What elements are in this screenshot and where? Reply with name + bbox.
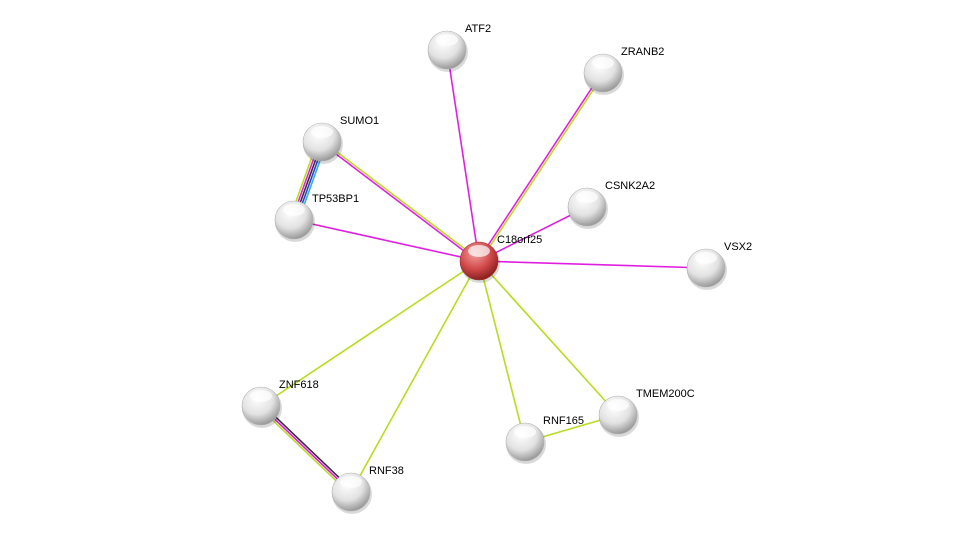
node-c18orf25[interactable]: C18orf25 <box>459 234 542 283</box>
node-csnk2a2[interactable]: CSNK2A2 <box>567 180 655 229</box>
edge-evidence-experiments <box>293 219 480 262</box>
node-label: RNF38 <box>369 465 404 477</box>
node-highlight <box>576 191 598 203</box>
edge-evidence-experiments <box>320 142 479 263</box>
node-znf618[interactable]: ZNF618 <box>241 379 319 428</box>
edge-evidence-textmining <box>258 407 351 495</box>
edge-znf618-rnf38[interactable] <box>258 403 354 495</box>
edge-c18orf25-csnk2a2[interactable] <box>478 206 588 262</box>
edge-c18orf25-tmem200c[interactable] <box>478 260 619 416</box>
node-vsx2[interactable]: VSX2 <box>686 241 752 290</box>
node-label: ATF2 <box>465 23 491 35</box>
edge-c18orf25-tp53bp1[interactable] <box>293 219 480 262</box>
node-zranb2[interactable]: ZRANB2 <box>583 46 664 95</box>
edge-c18orf25-sumo1[interactable] <box>320 140 481 263</box>
edge-evidence-coexpression <box>261 403 354 491</box>
edge-c18orf25-rnf38[interactable] <box>350 260 480 493</box>
edge-evidence-textmining <box>478 260 619 416</box>
edge-c18orf25-zranb2[interactable] <box>477 71 605 263</box>
node-highlight <box>514 426 536 438</box>
node-rnf38[interactable]: RNF38 <box>331 465 404 514</box>
node-rnf165[interactable]: RNF165 <box>505 415 584 464</box>
edge-evidence-experiments <box>477 71 603 261</box>
edge-c18orf25-atf2[interactable] <box>446 49 480 262</box>
node-highlight <box>468 245 490 257</box>
node-label: C18orf25 <box>497 234 542 246</box>
edge-c18orf25-znf618[interactable] <box>260 260 480 407</box>
node-tmem200c[interactable]: TMEM200C <box>598 388 695 437</box>
node-label: TMEM200C <box>636 388 695 400</box>
edge-evidence-textmining <box>478 260 526 443</box>
edge-evidence-textmining <box>479 73 605 263</box>
node-label: VSX2 <box>724 241 752 253</box>
edge-evidence-textmining <box>260 260 480 407</box>
node-sumo1[interactable]: SUMO1 <box>302 115 379 164</box>
node-highlight <box>311 126 333 138</box>
edge-evidence-experiments <box>478 206 588 262</box>
node-highlight <box>250 390 272 402</box>
node-label: ZRANB2 <box>621 46 664 58</box>
node-highlight <box>592 57 614 69</box>
edge-c18orf25-rnf165[interactable] <box>478 260 526 443</box>
node-highlight <box>436 34 458 46</box>
edge-c18orf25-vsx2[interactable] <box>478 260 707 269</box>
edge-evidence-textmining <box>322 140 481 261</box>
edge-evidence-experiments <box>260 405 352 493</box>
node-atf2[interactable]: ATF2 <box>427 23 491 72</box>
node-highlight <box>340 476 362 488</box>
node-highlight <box>695 252 717 264</box>
node-label: ZNF618 <box>279 379 319 391</box>
node-highlight <box>283 204 305 216</box>
node-label: SUMO1 <box>340 115 379 127</box>
edge-evidence-experiments <box>478 260 707 269</box>
edge-evidence-textmining <box>350 260 480 493</box>
node-label: CSNK2A2 <box>605 180 655 192</box>
node-highlight <box>607 399 629 411</box>
nodes-layer: C18orf25 ATF2ZRANB2SUMO1CSNK2A2TP53BP1VSX… <box>241 23 752 514</box>
node-tp53bp1[interactable]: TP53BP1 <box>274 193 359 242</box>
node-label: TP53BP1 <box>312 193 359 205</box>
node-label: RNF165 <box>543 415 584 427</box>
edge-evidence-experiments <box>446 49 480 262</box>
